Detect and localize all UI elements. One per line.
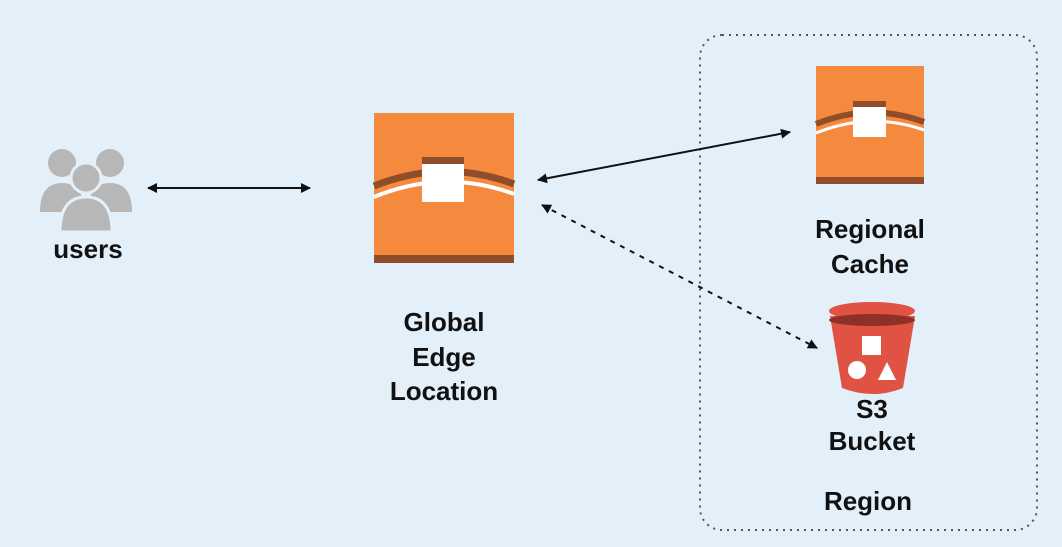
regional-cache-icon — [814, 66, 926, 184]
s3-bucket-label-line2: Bucket — [829, 426, 916, 456]
s3-bucket-icon — [829, 302, 915, 394]
regional-cache-label-line2: Cache — [831, 249, 909, 279]
arrow-edge-to-regional-cache — [537, 128, 791, 184]
region-label: Region — [824, 486, 912, 516]
edge-location-icon — [372, 113, 516, 263]
s3-bucket-label-line1: S3 — [856, 394, 888, 424]
edge-location-label-line3: Location — [390, 376, 498, 406]
users-label: users — [53, 234, 122, 264]
users-icon — [40, 149, 132, 234]
edge-location-label-line1: Global — [404, 307, 485, 337]
regional-cache-label-line1: Regional — [815, 214, 925, 244]
edge-location-label-line2: Edge — [412, 342, 476, 372]
arrow-edge-to-s3-bucket — [541, 204, 818, 349]
